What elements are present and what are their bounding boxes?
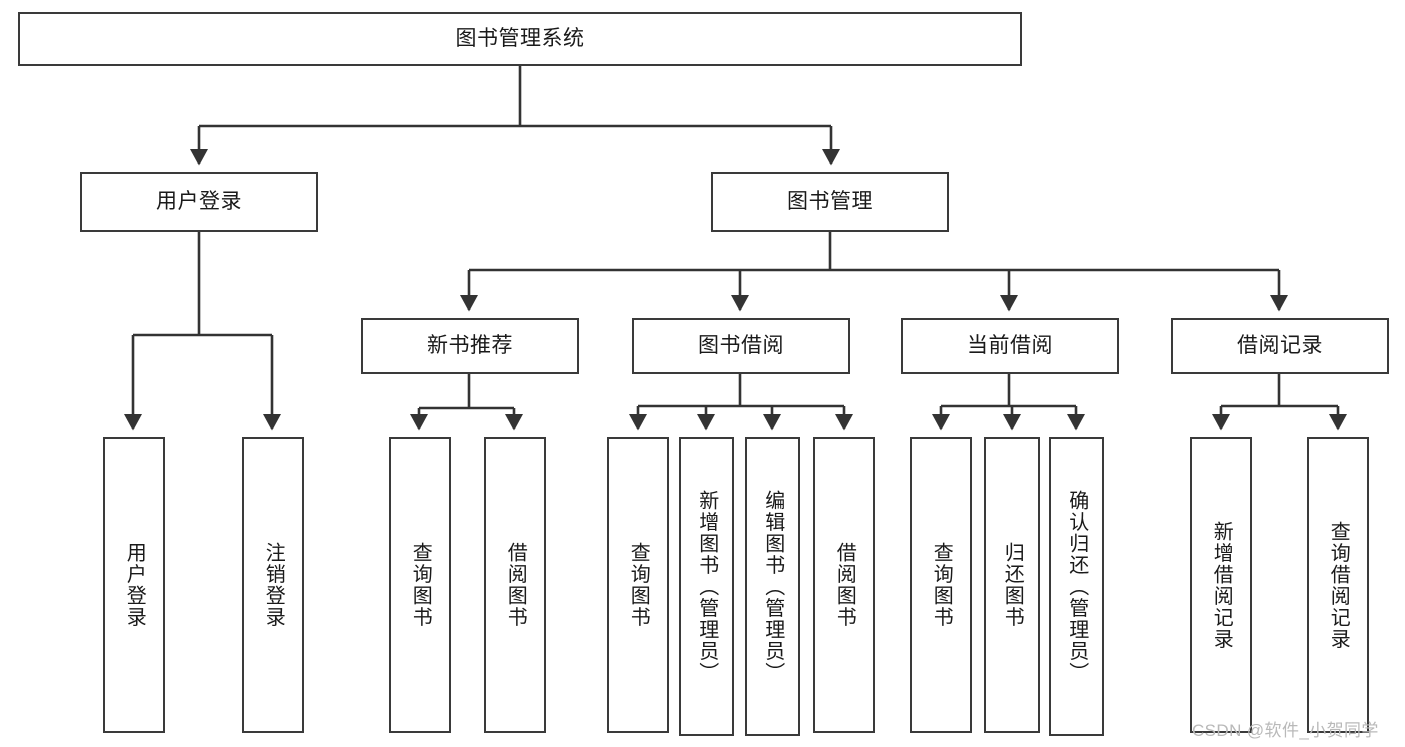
node-current-borrow[interactable]: 当前借阅 bbox=[901, 318, 1119, 374]
edges-bookborrow-to-leaves bbox=[628, 374, 854, 431]
node-leaf-add-record[interactable]: 新增借阅记录 bbox=[1190, 437, 1252, 733]
csdn-watermark: CSDN @软件_小贺同学 bbox=[1192, 721, 1379, 740]
node-leaf-query-book-cur[interactable]: 查询图书 bbox=[910, 437, 972, 733]
node-new-book-rec[interactable]: 新书推荐 bbox=[361, 318, 579, 374]
node-book-borrow[interactable]: 图书借阅 bbox=[632, 318, 850, 374]
node-root[interactable]: 图书管理系统 bbox=[18, 12, 1022, 66]
node-leaf-query-book-rec[interactable]: 查询图书 bbox=[389, 437, 451, 733]
edges-newbookrec-to-leaves bbox=[409, 374, 524, 431]
node-leaf-borrow-book-rec[interactable]: 借阅图书 bbox=[484, 437, 546, 733]
node-leaf-borrow-book[interactable]: 借阅图书 bbox=[813, 437, 875, 733]
node-leaf-user-login[interactable]: 用户登录 bbox=[103, 437, 165, 733]
edges-root-to-level1 bbox=[189, 66, 841, 166]
node-leaf-add-book[interactable]: 新增图书（管理员） bbox=[679, 437, 734, 736]
node-leaf-query-record[interactable]: 查询借阅记录 bbox=[1307, 437, 1369, 733]
node-user-login[interactable]: 用户登录 bbox=[80, 172, 318, 232]
edges-borrowrecord-to-leaves bbox=[1211, 374, 1348, 431]
edges-userlogin-to-leaves bbox=[123, 232, 282, 431]
node-leaf-user-logout[interactable]: 注销登录 bbox=[242, 437, 304, 733]
edges-bookmanage-to-level2 bbox=[459, 232, 1289, 312]
node-leaf-return-book[interactable]: 归还图书 bbox=[984, 437, 1040, 733]
node-leaf-edit-book[interactable]: 编辑图书（管理员） bbox=[745, 437, 800, 736]
node-leaf-confirm-return[interactable]: 确认归还（管理员） bbox=[1049, 437, 1104, 736]
node-book-manage[interactable]: 图书管理 bbox=[711, 172, 949, 232]
node-leaf-query-book-borrow[interactable]: 查询图书 bbox=[607, 437, 669, 733]
edges-currentborrow-to-leaves bbox=[931, 374, 1086, 431]
node-borrow-record[interactable]: 借阅记录 bbox=[1171, 318, 1389, 374]
